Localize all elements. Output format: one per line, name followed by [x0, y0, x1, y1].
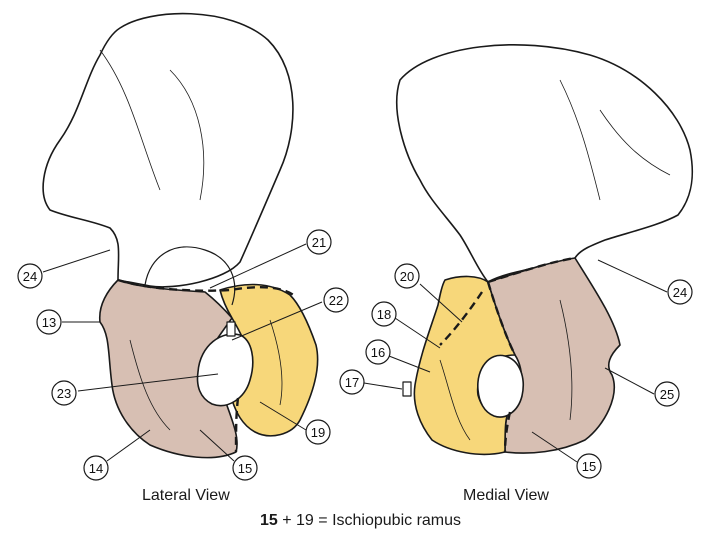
leader-22	[231, 301, 323, 341]
leader-17	[363, 382, 403, 390]
svg-text:22: 22	[329, 293, 343, 308]
label-24b: 24	[667, 279, 693, 305]
lateral-acetabulum	[144, 246, 236, 306]
leader-24b	[597, 259, 668, 293]
medial-view-bone	[396, 44, 694, 456]
medial-view-caption: Medial View	[463, 487, 549, 504]
leader-15b	[531, 431, 578, 463]
medial-obturator-foramen	[477, 354, 524, 418]
label-15b: 15	[576, 453, 602, 479]
label-22: 22	[323, 287, 349, 313]
lateral-obturator-foramen	[196, 333, 254, 407]
svg-text:24: 24	[23, 269, 37, 284]
numbered-labels: 24 13 23 14 15 19 21 22 20 18 16 17 24 2…	[17, 229, 693, 481]
lateral-view-caption: Lateral View	[142, 487, 230, 504]
medial-dashed-border-upper	[487, 256, 576, 284]
svg-text:18: 18	[377, 307, 391, 322]
lateral-dashed-border-lower	[234, 397, 240, 453]
formula-term-15: 15	[259, 512, 278, 529]
lateral-view-bone	[42, 12, 319, 459]
medial-dashed-border-inner	[439, 291, 483, 346]
leader-25	[604, 367, 655, 395]
svg-text:20: 20	[400, 269, 414, 284]
lateral-dashed-border-upper	[117, 278, 296, 297]
medial-notch-marker	[402, 381, 412, 397]
leader-lines	[42, 243, 668, 463]
formula-result: = Ischiopubic ramus	[318, 512, 462, 529]
formula-term-19: 19	[296, 512, 314, 529]
svg-text:16: 16	[371, 345, 385, 360]
medial-ilium	[396, 44, 694, 283]
leader-16	[388, 355, 431, 373]
lateral-pubis	[219, 283, 319, 437]
label-23: 23	[51, 380, 77, 406]
leader-18	[394, 317, 441, 349]
medial-texture	[439, 79, 671, 441]
medial-dashed-border-lower	[503, 411, 512, 453]
lateral-notch-marker	[226, 321, 236, 337]
svg-text:14: 14	[89, 461, 103, 476]
lateral-ischium	[98, 279, 238, 459]
ischiopubic-ramus-formula: 15 + 19 = Ischiopubic ramus	[0, 512, 721, 530]
svg-text:15: 15	[582, 459, 596, 474]
label-17: 17	[339, 369, 365, 395]
leader-19	[259, 401, 307, 431]
formula-plus: +	[282, 512, 292, 529]
leader-15a	[199, 429, 235, 462]
label-25: 25	[654, 381, 680, 407]
label-13: 13	[36, 309, 62, 335]
leader-14	[106, 429, 151, 462]
label-14: 14	[83, 455, 109, 481]
medial-dashed-border-pubis	[486, 281, 517, 356]
svg-text:23: 23	[57, 386, 71, 401]
leader-24a	[42, 249, 111, 273]
leader-20	[419, 283, 463, 323]
label-19: 19	[305, 419, 331, 445]
svg-text:17: 17	[345, 375, 359, 390]
label-24a: 24	[17, 263, 43, 289]
svg-text:19: 19	[311, 425, 325, 440]
svg-text:25: 25	[660, 387, 674, 402]
label-15a: 15	[232, 455, 258, 481]
leader-21	[209, 243, 307, 289]
label-16: 16	[365, 339, 391, 365]
leader-23	[77, 373, 219, 392]
label-20: 20	[394, 263, 420, 289]
svg-text:13: 13	[42, 315, 56, 330]
lateral-texture	[99, 49, 283, 431]
svg-text:15: 15	[238, 461, 252, 476]
lateral-ilium	[42, 12, 294, 288]
svg-text:24: 24	[673, 285, 687, 300]
label-21: 21	[306, 229, 332, 255]
label-18: 18	[371, 301, 397, 327]
svg-text:21: 21	[312, 235, 326, 250]
